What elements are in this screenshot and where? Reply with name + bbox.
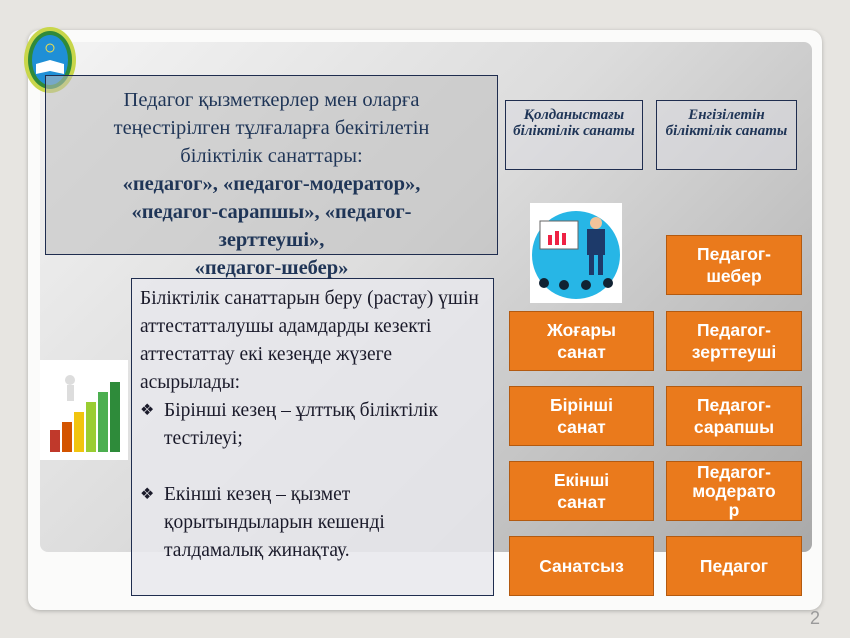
current-category-first: Бірінші санат [509, 386, 654, 446]
current-category-none: Санатсыз [509, 536, 654, 596]
new-category-header: Енгізілетін біліктілік санаты [656, 100, 797, 170]
new-category-moderator: Педагог- модерато р [666, 461, 802, 521]
diamond-bullet-icon: ❖ [140, 486, 155, 503]
bullet-item: ❖ Бірінші кезең – ұлттық біліктілік тесті… [140, 397, 485, 453]
bullet-item: ❖ Екінші кезең – қызмет қорытындыларын ке… [140, 481, 485, 565]
bullet-text: Бірінші кезең – ұлттық біліктілік тестіл… [164, 400, 438, 449]
category-list-line: зерттеуші», [218, 229, 325, 251]
growth-stairs-icon [40, 360, 128, 460]
current-category-header: Қолданыстағы біліктілік санаты [505, 100, 643, 170]
new-category-researcher: Педагог- зерттеуші [666, 311, 802, 371]
category-list-line: «педагог-шебер» [194, 257, 349, 279]
diamond-bullet-icon: ❖ [140, 402, 155, 419]
title-line: теңестірілген тұлғаларға бекітілетін [113, 117, 430, 139]
category-list-line: «педагог-сарапшы», «педагог- [131, 201, 412, 223]
new-category-pedagogue: Педагог [666, 536, 802, 596]
presentation-icon [530, 203, 622, 303]
title-line: Педагог қызметкерлер мен оларға [123, 89, 420, 111]
attestation-text-box: Біліктілік санаттарын беру (растау) үшін… [131, 278, 494, 596]
new-category-master: Педагог- шебер [666, 235, 802, 295]
category-list-line: «педагог», «педагог-модератор», [122, 173, 421, 195]
current-category-second: Екінші санат [509, 461, 654, 521]
new-category-expert: Педагог- сарапшы [666, 386, 802, 446]
title-box: Педагог қызметкерлер мен оларға теңестір… [45, 75, 498, 279]
current-category-higher: Жоғары санат [509, 311, 654, 371]
bullet-text: Екінші кезең – қызмет қорытындыларын кеш… [164, 484, 385, 561]
title-line: біліктілік санаттары: [180, 145, 363, 167]
ministry-emblem-logo [24, 27, 76, 93]
page-number: 2 [809, 608, 820, 628]
attestation-intro: Біліктілік санаттарын беру (растау) үшін… [140, 288, 479, 393]
